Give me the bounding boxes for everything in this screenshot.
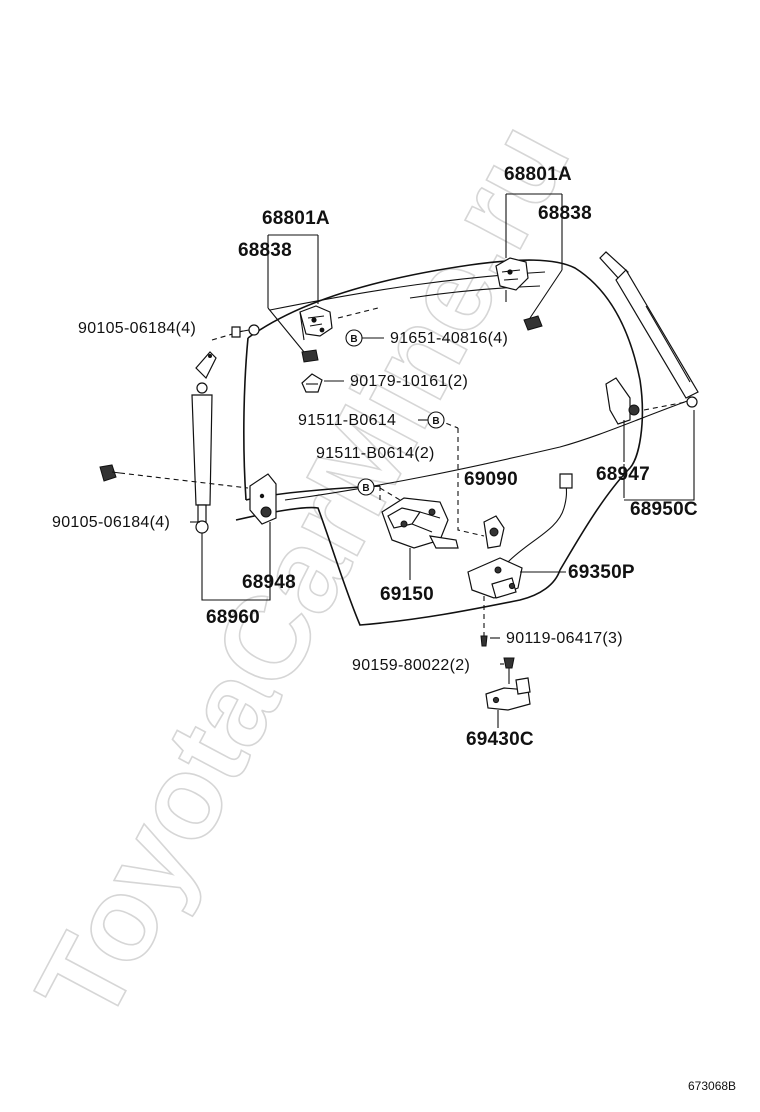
hinge-left (299, 305, 333, 341)
bolt-lower-left (99, 464, 121, 482)
stay-bracket-right (605, 377, 640, 425)
label-hinge-right: 68801A (504, 164, 572, 185)
label-screw-a: 91511-B0614 (298, 412, 396, 429)
label-stay-bracket-right: 68947 (596, 464, 650, 485)
hinge-right (495, 257, 529, 302)
label-screw-lower: 90119-06417(3) (506, 630, 623, 647)
screw-lower (480, 635, 488, 647)
label-stay-left: 68960 (206, 607, 260, 628)
stay-bracket-left (249, 473, 277, 525)
back-door-motor (381, 497, 459, 549)
lock-assembly (467, 473, 573, 599)
label-screw-b: 91511-B0614(2) (316, 445, 435, 462)
hinge-cover-left (301, 349, 319, 363)
bolt-striker (503, 657, 515, 684)
bolt-upper-left (231, 324, 260, 338)
label-bolt-lower-left: 90105-06184(4) (52, 514, 170, 531)
cushion (301, 373, 323, 393)
switch (483, 515, 505, 549)
stay-left (191, 351, 217, 534)
svg-text:B: B (362, 483, 369, 494)
svg-text:B: B (432, 416, 439, 427)
label-stay-right: 68950C (630, 499, 698, 520)
label-striker: 69430C (466, 729, 534, 750)
label-hinge-cover-left: 68838 (238, 240, 292, 261)
label-lock: 69350P (568, 562, 635, 583)
label-bolt-upper-left: 90105-06184(4) (78, 320, 196, 337)
striker (485, 677, 531, 711)
hinge-cover-right (523, 315, 543, 331)
svg-text:B: B (350, 334, 357, 345)
label-switch: 69090 (464, 469, 518, 490)
stay-right (599, 251, 699, 408)
diagram-code: 673068B (688, 1079, 736, 1093)
label-bolt-striker: 90159-80022(2) (352, 657, 470, 674)
label-cushion: 90179-10161(2) (350, 373, 468, 390)
badge-b-screw-b: B (357, 478, 375, 496)
label-motor: 69150 (380, 584, 434, 605)
label-clip: 91651-40816(4) (390, 330, 508, 347)
badge-b-clip: B (345, 329, 363, 347)
badge-b-screw-a: B (427, 411, 445, 429)
label-stay-bracket-left: 68948 (242, 572, 296, 593)
label-hinge-cover-right: 68838 (538, 203, 592, 224)
label-hinge-left: 68801A (262, 208, 330, 229)
